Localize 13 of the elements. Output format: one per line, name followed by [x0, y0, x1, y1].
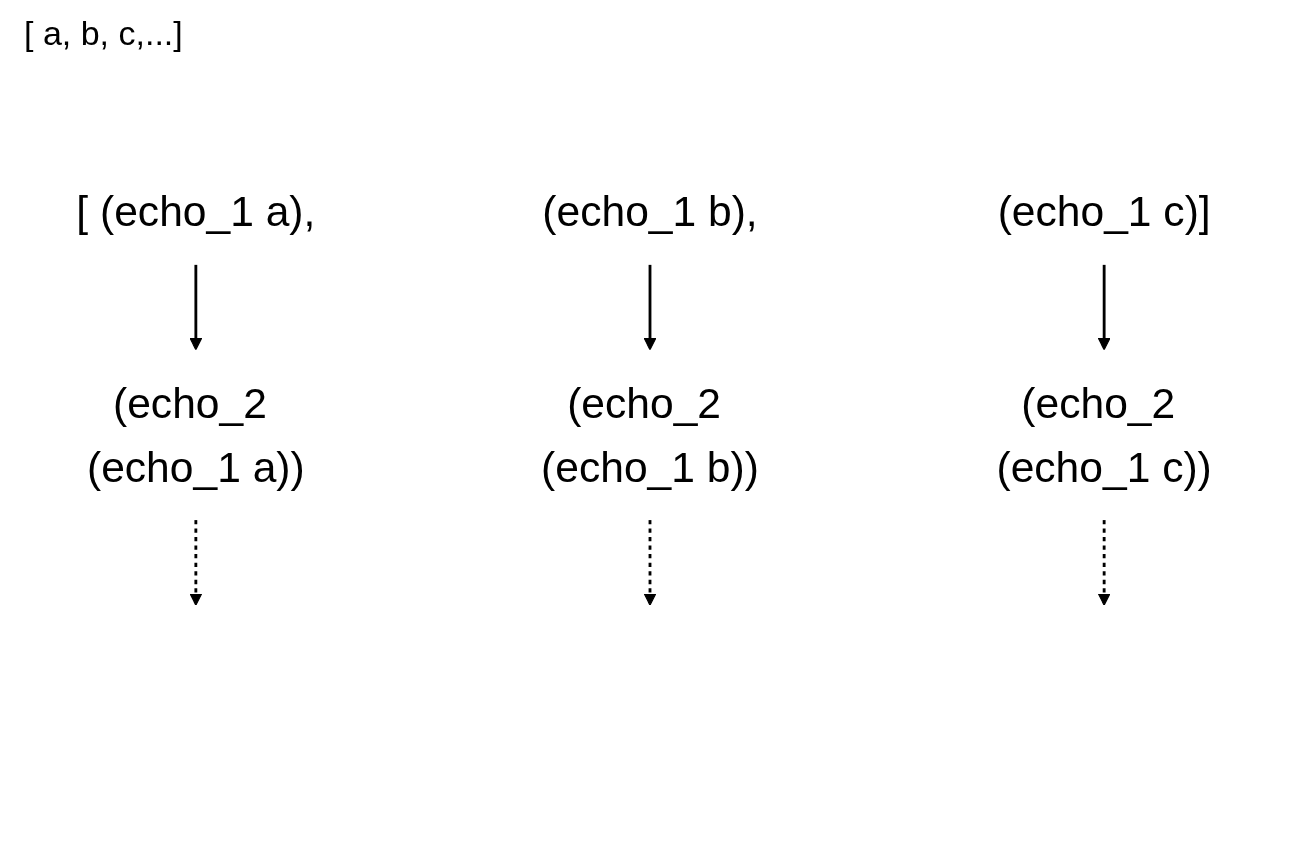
- node-text: [ (echo_1 a),: [76, 187, 316, 235]
- arrow: [189, 264, 203, 351]
- node-text: (echo_2 (echo_1 a)): [86, 379, 305, 491]
- arrow: [1097, 264, 1111, 351]
- node-text: (echo_1 b),: [542, 187, 758, 235]
- node-text: (echo_2 (echo_1 c)): [996, 379, 1212, 491]
- arrow: [643, 520, 657, 606]
- node-text: (echo_2 (echo_1 b)): [541, 379, 759, 491]
- arrow: [189, 520, 203, 606]
- list-text: [ a, b, c,...]: [24, 14, 183, 53]
- node-text: (echo_1 c)]: [997, 187, 1211, 235]
- arrow: [643, 264, 657, 351]
- arrow: [1097, 520, 1111, 606]
